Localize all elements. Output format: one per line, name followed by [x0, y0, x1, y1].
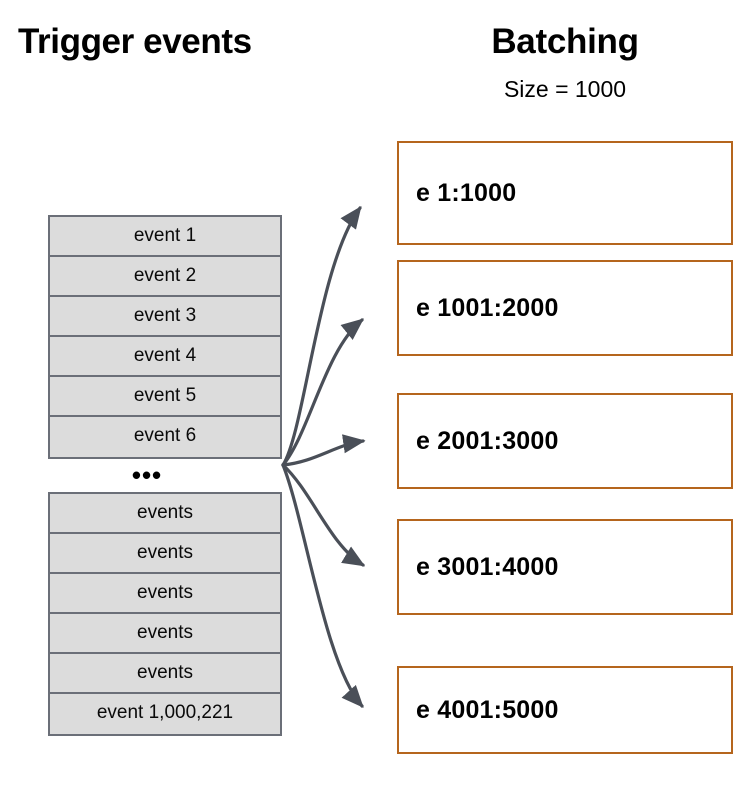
event-stream-ellipsis: •••: [131, 460, 163, 490]
batch-label: e 1001:2000: [416, 293, 559, 322]
arrow-to-batch-3: [281, 434, 366, 467]
event-row: event 2: [50, 257, 280, 297]
page-title-batching: Batching: [491, 22, 639, 61]
event-row: event 5: [50, 377, 280, 417]
event-stream-table-bottom: events events events events events event…: [48, 492, 282, 736]
event-row: events: [50, 614, 280, 654]
arrow-to-batch-4: [281, 463, 366, 567]
batch-box: e 1001:2000: [397, 260, 733, 356]
event-row: event 6: [50, 417, 280, 457]
batch-size-subtitle: Size = 1000: [503, 76, 627, 102]
event-row: event 3: [50, 297, 280, 337]
arrow-to-batch-5: [281, 463, 364, 708]
batch-label: e 4001:5000: [416, 695, 559, 724]
event-row: event 1: [50, 217, 280, 257]
batch-box: e 1:1000: [397, 141, 733, 245]
batch-box: e 4001:5000: [397, 666, 733, 754]
batch-label: e 1:1000: [416, 178, 517, 207]
arrow-to-batch-1: [281, 205, 362, 467]
arrow-to-batch-2: [281, 318, 364, 467]
page-title-trigger-events: Trigger events: [18, 22, 252, 61]
batch-box: e 2001:3000: [397, 393, 733, 489]
batch-label: e 3001:4000: [416, 552, 559, 581]
batch-box: e 3001:4000: [397, 519, 733, 615]
event-row: events: [50, 654, 280, 694]
event-row: events: [50, 574, 280, 614]
batch-label: e 2001:3000: [416, 426, 559, 455]
event-row: event 1,000,221: [50, 694, 280, 734]
event-row: events: [50, 534, 280, 574]
event-row: event 4: [50, 337, 280, 377]
event-row: events: [50, 494, 280, 534]
event-stream-table-top: event 1 event 2 event 3 event 4 event 5 …: [48, 215, 282, 459]
